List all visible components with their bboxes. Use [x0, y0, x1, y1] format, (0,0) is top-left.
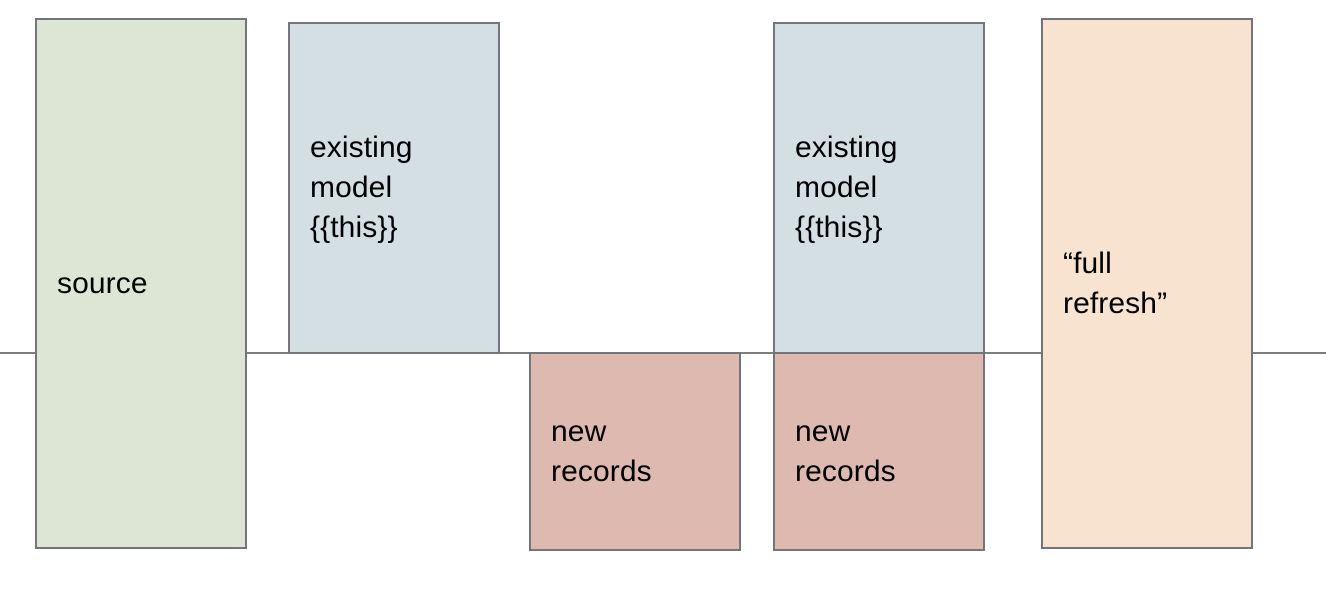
box-new-records-2[interactable]: new records [773, 352, 985, 551]
box-existing-model-2-label: existing model {{this}} [795, 131, 898, 244]
box-source[interactable]: source [35, 18, 247, 549]
box-existing-model-2[interactable]: existing model {{this}} [773, 22, 985, 354]
box-new-records-1-label: new records [551, 414, 652, 488]
box-existing-model-1-label: existing model {{this}} [310, 131, 413, 244]
box-full-refresh-label: “full refresh” [1063, 246, 1168, 320]
box-existing-model-1[interactable]: existing model {{this}} [288, 22, 500, 354]
box-new-records-2-label: new records [795, 414, 896, 488]
box-full-refresh[interactable]: “full refresh” [1041, 18, 1253, 549]
box-new-records-1[interactable]: new records [529, 352, 741, 551]
box-source-label: source [57, 266, 148, 300]
